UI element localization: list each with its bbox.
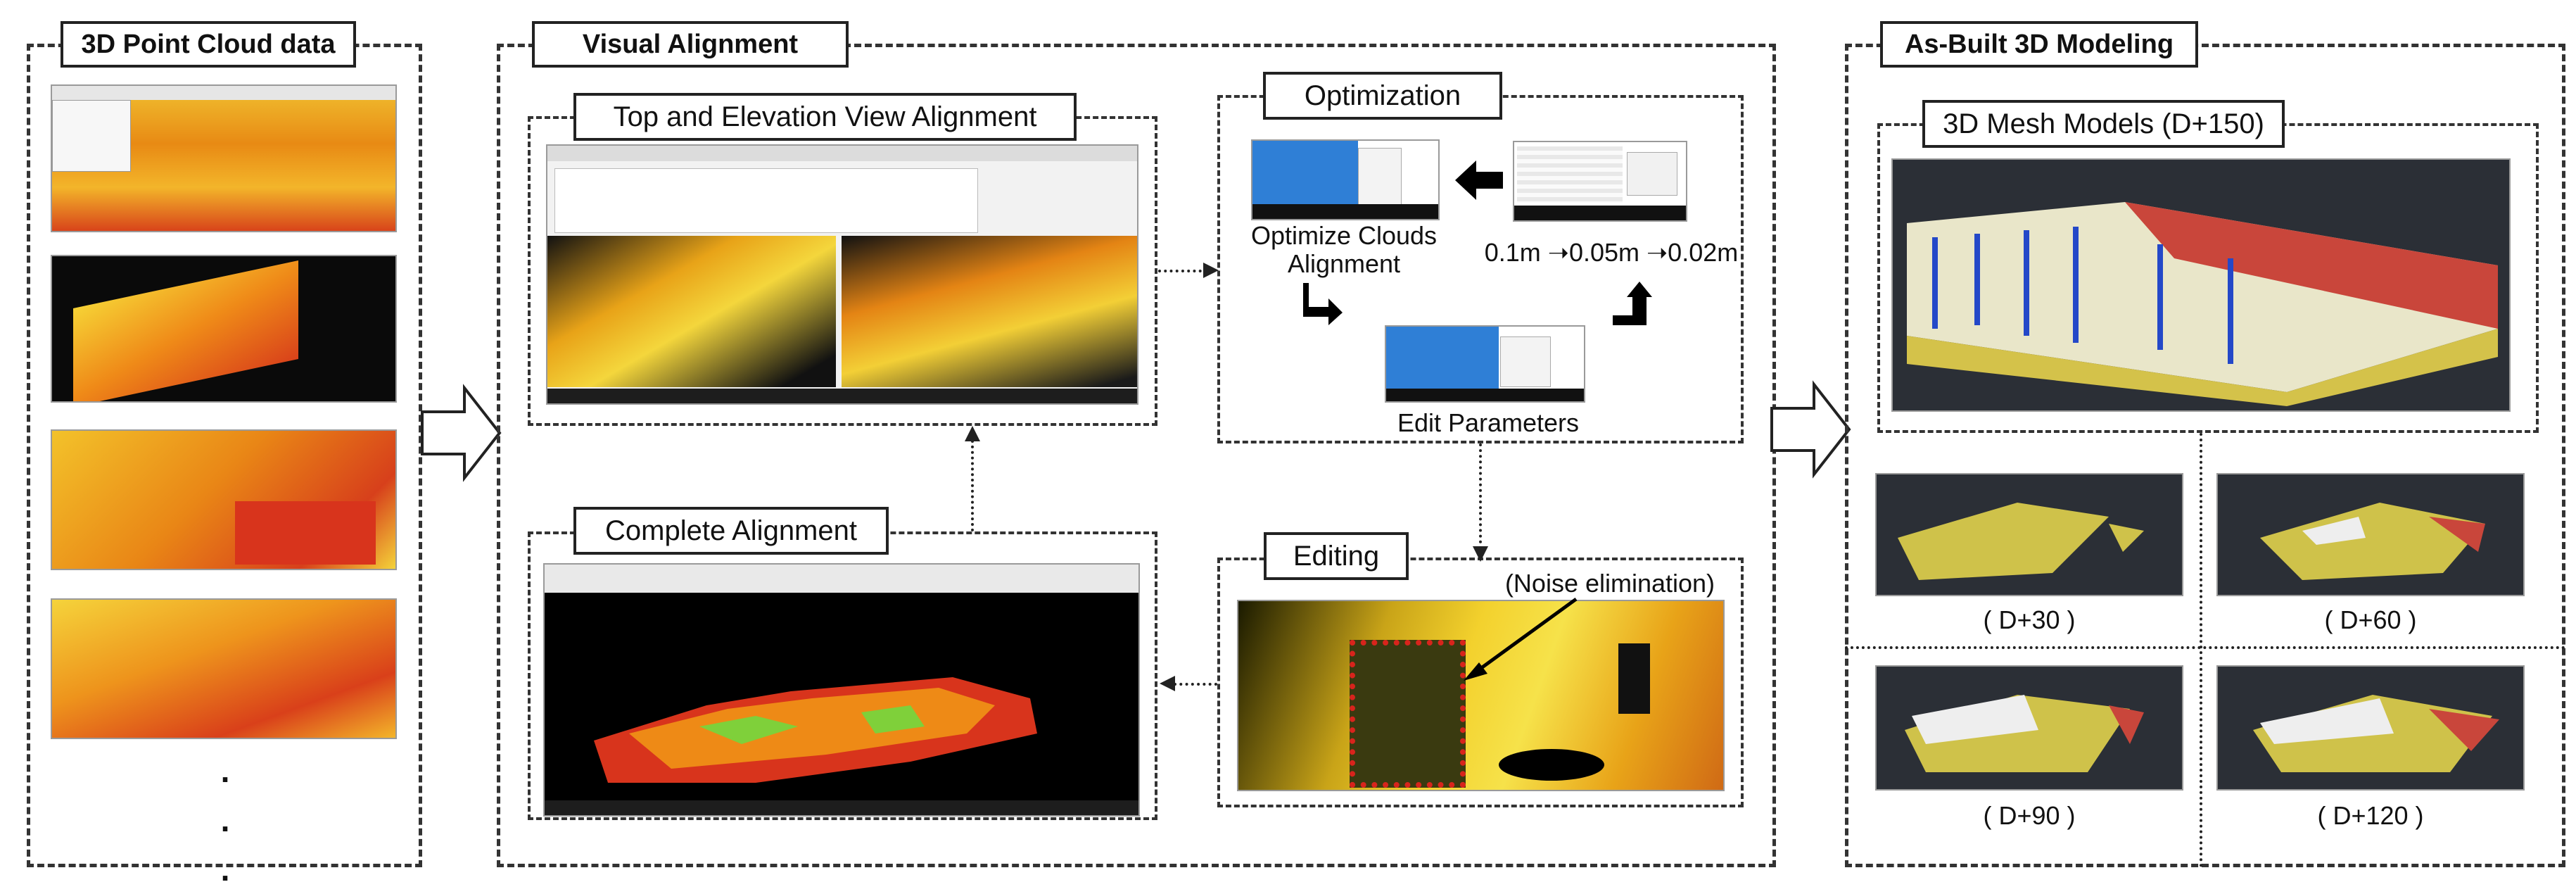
step-sizes-label: 0.1m ➝0.05m ➝0.02m: [1484, 238, 1739, 267]
as-built-section: [1845, 44, 2565, 867]
point-cloud-scan-4: [51, 598, 397, 739]
top-elevation-screenshot: [546, 144, 1138, 405]
connector-optimization-to-editing: [1479, 443, 1482, 549]
editing-title: Editing: [1264, 532, 1409, 580]
connector-editing-to-complete: [1174, 683, 1217, 686]
point-cloud-title: 3D Point Cloud data: [61, 21, 356, 68]
connector-arrowhead-2: [1473, 546, 1488, 562]
d60-label: ( D+60 ): [2324, 605, 2417, 634]
more-scans-ellipsis: ...: [220, 753, 230, 888]
curved-up-arrow-icon: [1613, 282, 1652, 325]
mesh-model-d30-screenshot: [1875, 473, 2183, 596]
mesh-model-d120-screenshot: [2216, 665, 2525, 791]
optimization-title: Optimization: [1263, 72, 1502, 120]
point-cloud-scan-1: [51, 84, 397, 232]
thumb-grid-horizontal-divider: [1845, 646, 2565, 649]
flow-arrow-1: [421, 384, 502, 482]
thumb-grid-vertical-divider: [2200, 433, 2202, 867]
noise-pointer-arrow-icon: [1464, 597, 1578, 681]
mesh-models-title: 3D Mesh Models (D+150): [1922, 100, 2285, 148]
connector-complete-to-top: [971, 440, 974, 531]
parameter-screenshot: [1513, 141, 1687, 222]
edit-parameters-screenshot: [1385, 325, 1585, 403]
flow-arrow-2: [1770, 380, 1851, 479]
point-cloud-scan-3: [51, 429, 397, 570]
visual-alignment-section: [497, 44, 1776, 867]
edit-parameters-label: Edit Parameters: [1397, 408, 1580, 437]
connector-arrowhead-1: [1203, 263, 1219, 278]
complete-alignment-title: Complete Alignment: [573, 507, 889, 555]
connector-arrowhead-4: [965, 426, 980, 441]
visual-alignment-title: Visual Alignment: [532, 21, 849, 68]
d120-label: ( D+120 ): [2317, 801, 2424, 830]
noise-elimination-label: (Noise elimination): [1504, 569, 1715, 598]
d30-label: ( D+30 ): [1983, 605, 2076, 634]
mesh-model-d150-screenshot: [1891, 158, 2511, 412]
left-arrow-icon: [1455, 160, 1503, 200]
mesh-model-d90-screenshot: [1875, 665, 2183, 791]
editing-screenshot: [1237, 600, 1725, 791]
mesh-model-d60-screenshot: [2216, 473, 2525, 596]
connector-arrowhead-3: [1160, 676, 1175, 691]
top-elevation-title: Top and Elevation View Alignment: [573, 93, 1077, 141]
optimize-clouds-label: Optimize Clouds Alignment: [1250, 221, 1438, 278]
connector-top-to-optimization: [1158, 270, 1207, 272]
optimize-clouds-screenshot: [1251, 139, 1440, 220]
as-built-title: As-Built 3D Modeling: [1880, 21, 2198, 68]
complete-alignment-screenshot: [543, 563, 1140, 817]
point-cloud-scan-2: [51, 255, 397, 403]
curved-down-arrow-icon: [1303, 283, 1343, 325]
d90-label: ( D+90 ): [1983, 801, 2076, 830]
